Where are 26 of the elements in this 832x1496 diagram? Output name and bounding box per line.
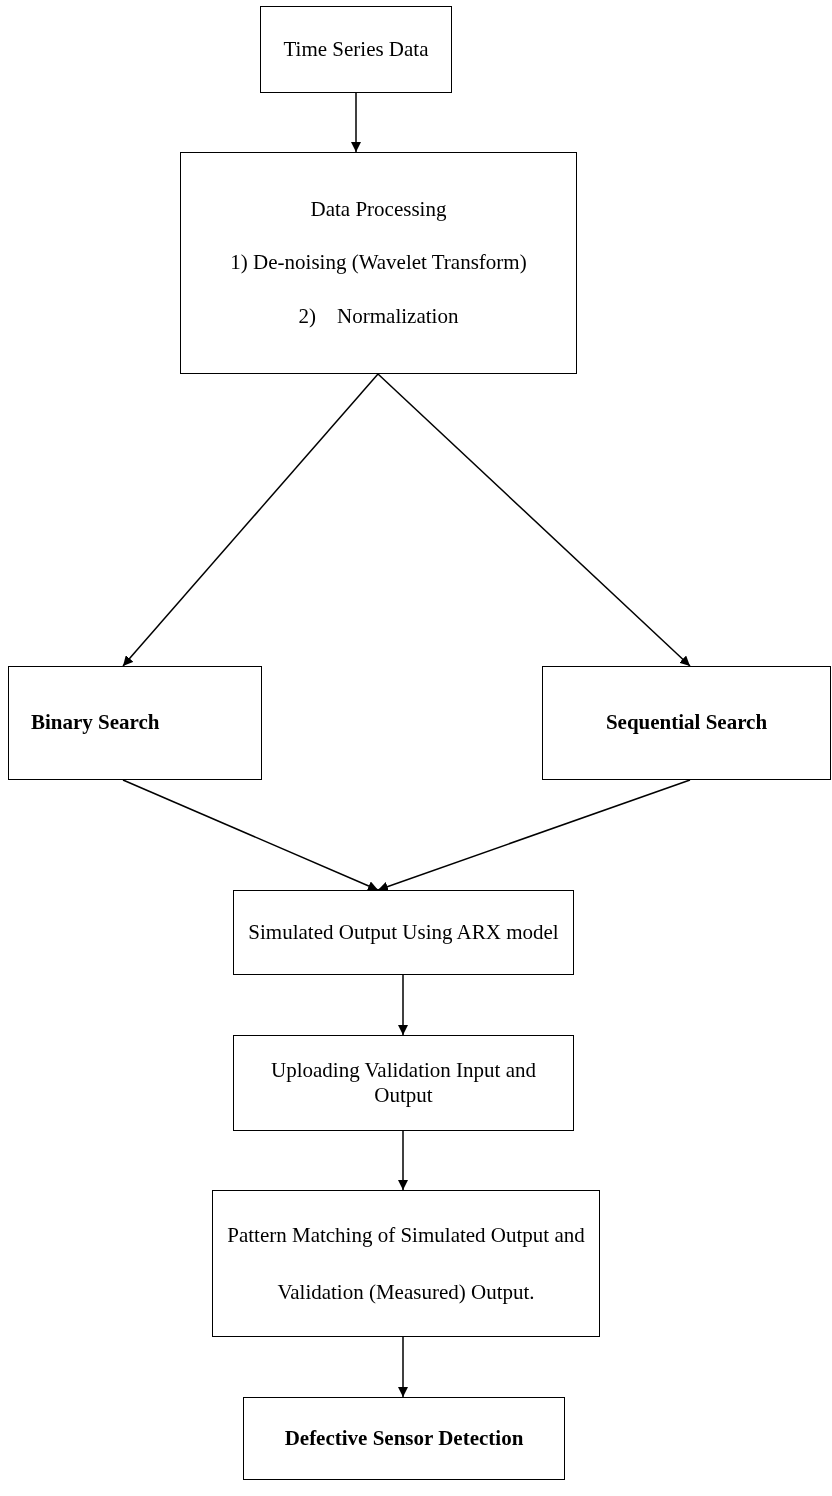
process-box [8,666,262,780]
box-label: 1) De-noising (Wavelet Transform) [230,250,527,276]
box-label: Uploading Validation Input and Output [270,1057,537,1109]
arrow [398,1336,408,1398]
box-label: Sequential Search [605,710,768,736]
arrow [351,92,361,153]
box-label: Time Series Data [283,36,429,63]
process-box [180,152,577,374]
arrow [377,779,691,892]
arrow [122,779,379,891]
arrow [398,974,408,1036]
arrow [377,373,691,667]
box-label: 2) Normalization [298,303,459,329]
box-label: Binary Search [31,710,160,736]
box-label: Simulated Output Using ARX model [248,919,559,946]
box-heading: Data Processing [310,197,447,223]
process-box [542,666,831,780]
process-box [243,1397,565,1480]
process-box [260,6,452,93]
process-box [212,1190,600,1337]
box-label: Pattern Matching of Simulated Output and Validation (Measured) Output. [226,1221,586,1306]
box-label: Defective Sensor Detection [284,1425,524,1452]
arrow [122,373,379,667]
arrow [398,1130,408,1191]
process-box [233,1035,574,1131]
process-box [233,890,574,975]
